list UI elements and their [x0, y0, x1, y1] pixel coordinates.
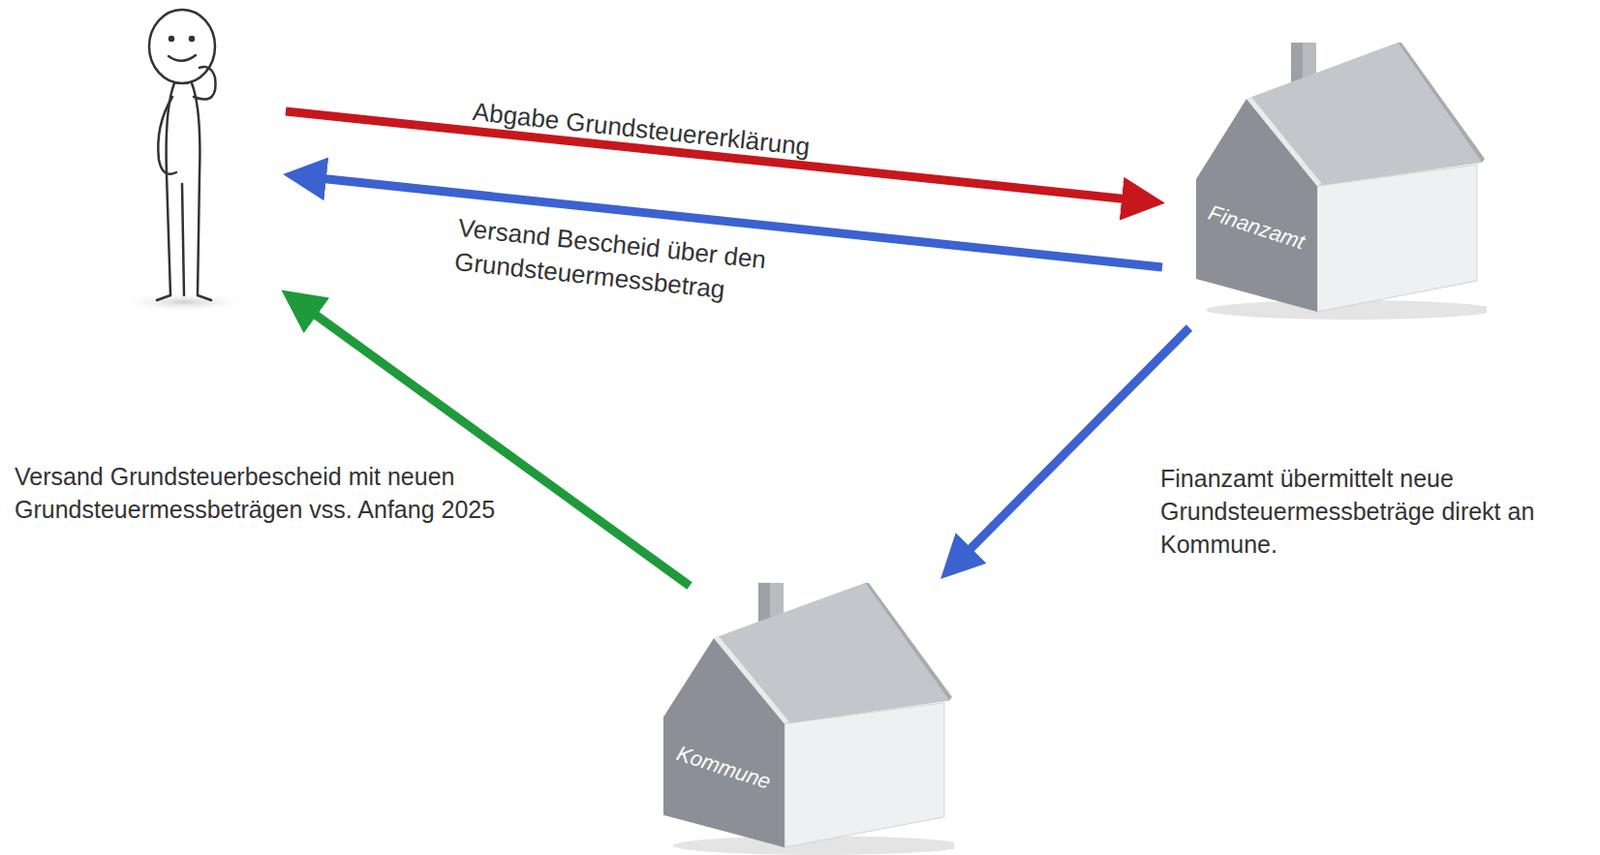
house-node: Kommune — [653, 579, 954, 855]
house-shape — [1186, 38, 1487, 320]
edge-label: Finanzamt übermittelt neue Grundsteuerme… — [1160, 462, 1587, 561]
arrow-label: Versand Grundsteuerbescheid mit neuen Gr… — [14, 461, 499, 527]
person-figure — [116, 9, 252, 312]
house-node: Finanzamt — [1186, 38, 1487, 320]
edge-arrow — [953, 328, 1190, 568]
house-shape — [653, 579, 954, 855]
green-arrow — [295, 300, 690, 586]
